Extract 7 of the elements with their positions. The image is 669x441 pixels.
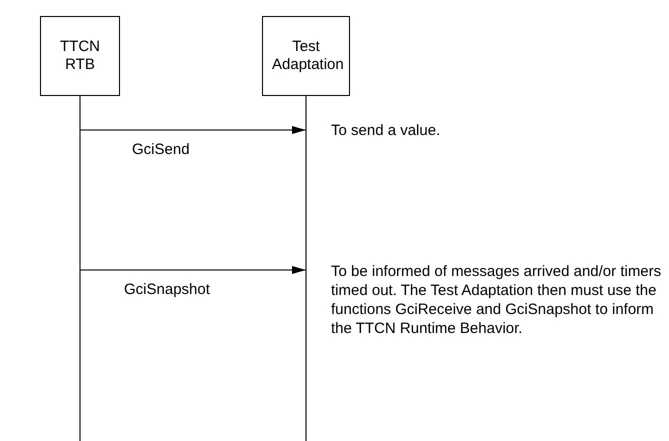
message-arrow — [80, 126, 306, 134]
note-text: To send a value. — [331, 121, 442, 140]
participant-box: TTCN RTB — [40, 16, 120, 96]
participant-box: Test Adaptation — [262, 16, 350, 96]
note-text: To be informed of messages arrived and/or timers timed out. The Test Adaptation then must use the functions GciReceive and GciSnapshot to inform the TTCN Runtime Behavior. — [331, 262, 662, 338]
edge-label: GciSnapshot — [122, 280, 212, 299]
message-arrow — [80, 266, 306, 274]
